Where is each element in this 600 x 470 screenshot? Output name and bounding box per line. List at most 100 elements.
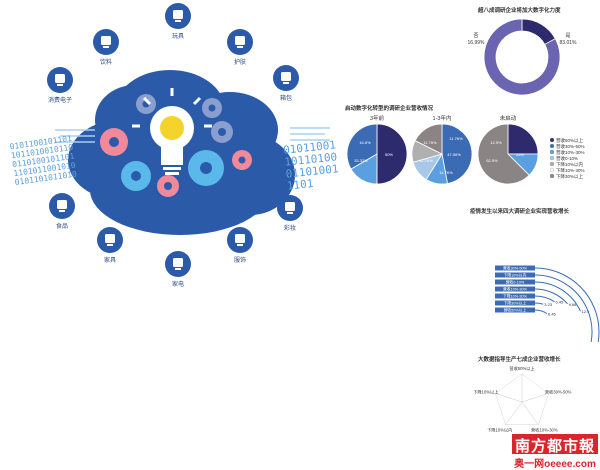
data-label: 11.76% <box>439 170 453 175</box>
radial-bar <box>534 274 593 342</box>
legend-marker <box>549 167 555 173</box>
data-label: 6.45 <box>548 311 557 316</box>
gear-icon-pink-right <box>232 150 252 170</box>
data-label: 11.76% <box>449 136 463 141</box>
radial-bar <box>534 288 568 305</box>
data-label: 11.76% <box>419 158 433 163</box>
legend-marker <box>549 155 555 161</box>
pie-slice <box>507 123 539 155</box>
slice-name: 是 <box>565 33 570 39</box>
data-label: 6.45 <box>556 300 565 305</box>
legend-label: 下降30%以上 <box>556 173 584 180</box>
appliance-icon <box>165 251 191 277</box>
binary-stream-right: 01011001 10110100 01101001 1101 <box>283 138 341 192</box>
data-streaks-left <box>55 129 95 143</box>
bag-icon <box>273 65 299 91</box>
data-label: 83.01% <box>560 40 578 46</box>
axis-label: 营收50%以上 <box>509 365 534 372</box>
legend-label: 下降10%-30% <box>556 167 585 174</box>
data-label: 16.6% <box>359 140 371 145</box>
category-label: 下降30%以上 <box>504 301 527 306</box>
radar-axis <box>521 393 549 403</box>
lightbulb-icon <box>132 88 212 175</box>
chart1-title: 超八成调研企业将加大数字化力度 <box>478 8 561 14</box>
radar-axis <box>521 401 539 425</box>
axis-label: 营收30%-50% <box>545 388 572 395</box>
radar-axis <box>495 393 523 403</box>
food-icon <box>49 193 75 219</box>
radial-bar-label-box <box>495 265 535 271</box>
pie-panel-title: 3年前 <box>370 114 385 122</box>
pie-panel-title: 1-3年内 <box>433 114 452 122</box>
category-label: 玩具 <box>171 34 184 40</box>
furniture-icon <box>97 227 123 253</box>
category-label: 下降10%以内 <box>504 273 527 278</box>
data-label: 33.33% <box>354 158 368 163</box>
radial-bar-label-box <box>495 307 535 313</box>
axis-label: 下降10%以上 <box>473 388 498 395</box>
legend-label: 营收50%以上 <box>556 137 584 144</box>
data-label: 62.5% <box>486 158 498 163</box>
chart3-title: 疫情发生以来四大调研企业实现营收增长 <box>470 209 570 215</box>
category-label: 箱包 <box>279 96 292 102</box>
donut-chart: 否16.99% 是83.01% <box>468 18 578 96</box>
pie-chart-group: 3年前 50% 16.6% 33.33% 1-3年内 47.06% 11.76% 11.76%… <box>346 114 585 185</box>
radial-bar <box>534 281 581 312</box>
chart4-title: 大数据指导生产七成企业营收增长 <box>478 357 561 363</box>
gear-icon-grey-right <box>202 98 222 118</box>
legend-marker <box>549 149 555 155</box>
gear-icon-grey-mid <box>211 121 233 143</box>
data-label: 16.99% <box>468 40 486 46</box>
data-label: 50% <box>385 152 393 157</box>
category-label: 家具 <box>103 258 116 264</box>
legend-label: 营收30%-50% <box>556 143 585 150</box>
toy-icon <box>165 3 191 29</box>
category-label: 食品 <box>55 224 68 230</box>
gear-icon-blue-left <box>121 161 151 191</box>
category-label: 营收0-10% <box>506 280 525 285</box>
radial-bar-label-box <box>495 300 535 306</box>
newspaper-logo: 南方都市報 <box>512 434 598 455</box>
radar-grid <box>495 373 549 425</box>
data-label: 47.06% <box>447 152 461 157</box>
pie-slice <box>477 123 530 185</box>
pie-slice <box>521 18 556 46</box>
logo-main-text: 南方都市報 <box>514 437 595 455</box>
category-label: 营收10%-30% <box>503 287 528 292</box>
clothing-icon <box>227 227 253 253</box>
data-label: 3.23 <box>544 302 553 307</box>
category-label: 营收30%-50% <box>503 266 528 271</box>
binary-stream-left: 0101100101101 1011010010110 011010010110… <box>9 134 77 187</box>
data-label: 25% <box>516 152 524 157</box>
legend-label: 下降10%以内 <box>556 161 584 168</box>
category-label: 饮料 <box>99 60 112 66</box>
radar-axis <box>505 401 523 425</box>
radial-bar-label-box <box>495 286 535 292</box>
skincare-icon <box>227 29 253 55</box>
slice-name: 否 <box>473 33 478 39</box>
chart2-title: 启动数字化转型的调研企业营收情况 <box>345 106 434 112</box>
category-label: 彩妆 <box>283 226 296 232</box>
legend-marker <box>549 161 555 167</box>
category-label: 护肤 <box>233 60 246 66</box>
legend-label: 营收0-10% <box>556 155 578 162</box>
pie-slice <box>483 18 561 96</box>
axis-label: 下降10%以内 <box>487 427 512 434</box>
category-label: 服饰 <box>233 258 246 264</box>
data-label: 12.5% <box>490 140 502 145</box>
radial-bar <box>534 295 555 303</box>
pie-slice <box>414 123 443 155</box>
category-label: 营收50%以上 <box>504 308 527 313</box>
pie-panel-title: 未启动 <box>500 114 517 122</box>
data-label: 12.9 <box>582 309 591 314</box>
legend-marker <box>549 143 555 149</box>
radial-bar-label-box <box>495 272 535 278</box>
radial-bar-label-box <box>495 279 535 285</box>
radial-bar <box>534 309 548 314</box>
category-label: 家电 <box>171 282 184 288</box>
gear-icon-pink-bottom <box>157 175 179 197</box>
data-label: 9.68 <box>569 302 578 307</box>
radial-bar <box>534 267 600 342</box>
